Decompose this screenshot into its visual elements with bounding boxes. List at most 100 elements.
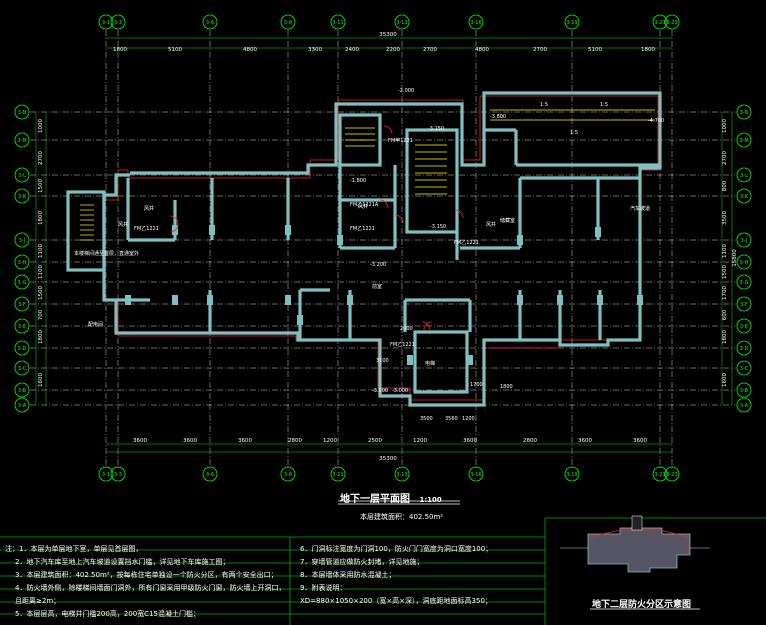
left-axis-bubble: 3-C (14, 360, 30, 376)
right-axis-bubble: 3-E (736, 318, 752, 334)
misc-text: 3560 (445, 416, 458, 422)
dimension-lines (35, 37, 733, 453)
axis-bubble-label: 3-16 (470, 20, 481, 26)
axis-bubble-label: 3-19 (566, 20, 577, 26)
axis-bubble-label: 3-21 (654, 20, 665, 26)
misc-text: 本楼梯间通至首层，直通室外 (74, 250, 139, 257)
room-label: 电梯 (425, 360, 435, 367)
dim-right: 1800 (722, 330, 728, 344)
axis-bubble-label: 3-B (18, 388, 27, 394)
axis-bubble-circle (564, 466, 580, 482)
top-axis-bubble: 3-6 (202, 14, 218, 30)
left-axis-bubble: 3-K (14, 188, 30, 204)
right-axis-bubble: 3-A (736, 397, 752, 413)
dim-bottom: 3600 (183, 438, 197, 444)
axis-bubble-label: 3-M (17, 138, 26, 144)
elevation-mark: -3.000 (392, 388, 408, 394)
axis-bubble-label: 3-11 (332, 472, 343, 478)
dim-bottom: 2500 (368, 438, 382, 444)
dim-bottom-total: 35300 (379, 456, 397, 462)
dim-top: 5100 (168, 47, 182, 53)
axis-bubble-circle (736, 254, 752, 270)
axis-bubble-label: 3-K (740, 194, 749, 200)
bottom-axis-bubble: 3-21 (652, 466, 668, 482)
axis-bubble-circle (394, 14, 410, 30)
stair-treads (80, 109, 655, 241)
column (557, 295, 563, 305)
axis-bubble-label: 3-16 (470, 472, 481, 478)
axis-bubble-label: 3-D (18, 346, 27, 352)
bottom-axis-bubble: 3-6 (202, 466, 218, 482)
room-label: 前室 (372, 283, 382, 290)
axis-bubble-label: 3-G (739, 280, 748, 286)
right-axis-bubble: 3-H (736, 254, 752, 270)
axis-bubble-circle (14, 340, 30, 356)
note-left-1: 注：1．本层为单层地下室，单层见首层图， (5, 545, 143, 553)
misc-text: 1700 (470, 382, 483, 388)
axis-bubble-label: 3-1 (102, 20, 110, 26)
axis-bubble-circle (110, 14, 126, 30)
axis-bubble-circle (14, 232, 30, 248)
right-axis-bubble: 3-C (736, 360, 752, 376)
grid-lines-horizontal (30, 111, 735, 406)
axis-bubble-label: 3-8 (284, 472, 292, 478)
axis-bubble-circle (652, 466, 668, 482)
axis-bubble-label: 3-6 (206, 472, 214, 478)
misc-text: 1800 (500, 384, 513, 390)
left-axis-bubble: 3-B (14, 382, 30, 398)
right-axis-bubble: 3-L (736, 167, 752, 183)
axis-bubble-label: 3-N (740, 110, 749, 116)
column (347, 295, 353, 305)
axis-bubble-label: 3-J (741, 238, 748, 244)
dim-right: 800 (722, 180, 728, 191)
axis-bubble-circle (14, 132, 30, 148)
axis-bubble-circle (736, 360, 752, 376)
axis-bubble-label: 3-19 (566, 472, 577, 478)
left-axis-bubble: 3-D (14, 340, 30, 356)
misc-text: 2000 (400, 326, 413, 332)
axis-bubble-label: 3-N (18, 110, 27, 116)
top-axis-bubble: 3-8 (280, 14, 296, 30)
left-axis-bubble: 3-J (14, 232, 30, 248)
room-label: 配电间 (88, 321, 103, 328)
left-axis-bubble: 3-G (14, 274, 30, 290)
axis-bubble-label: 3-K (18, 194, 27, 200)
top-axis-bubble: 3-23 (664, 14, 680, 30)
axis-bubble-label: 3-C (18, 366, 27, 372)
axis-bubble-circle (280, 14, 296, 30)
axis-bubble-label: 3-3 (114, 20, 122, 26)
axis-bubble-circle (564, 14, 580, 30)
right-axis-bubble: 3-G (736, 274, 752, 290)
dim-top: 3300 (308, 47, 322, 53)
dim-left: 1500 (38, 179, 44, 193)
room-label: 风井 (486, 221, 496, 228)
column (285, 225, 291, 235)
door-tag: FM乙1221 (390, 341, 415, 348)
axis-bubble-label: 3-B (740, 388, 749, 394)
dim-left: 1600 (38, 373, 44, 387)
column (595, 227, 601, 237)
column (172, 295, 178, 305)
column (467, 355, 473, 365)
left-axis-bubble: 3-M (14, 132, 30, 148)
axis-bubble-label: 3-H (740, 260, 749, 266)
axis-bubble-circle (468, 14, 484, 30)
annotation-texts: -2.000-3.150-1.800-3.150-3.200-3.000-3.0… (74, 88, 664, 422)
column (517, 295, 523, 305)
column (209, 225, 215, 235)
axis-bubble-circle (14, 188, 30, 204)
axis-bubble-label: 3-C (740, 366, 749, 372)
axis-bubble-circle (468, 466, 484, 482)
dim-top: 2700 (533, 47, 547, 53)
left-axis-bubble: 3-F (14, 296, 30, 312)
axis-bubble-circle (98, 14, 114, 30)
dim-right: 1600 (722, 373, 728, 387)
right-axis-bubble: 3-D (736, 340, 752, 356)
door-tag: FM甲1221 (388, 138, 413, 144)
note-left-4: 4．防火墙外侧，除楼梯间墙面门洞外，所有门窗采用甲级防火门窗，防火墙上开洞口， (15, 584, 286, 592)
axis-bubble-circle (736, 232, 752, 248)
note-left-2: 2．地下汽车库至地上汽车坡道设置挡水门槛，详见地下车库施工图； (15, 558, 230, 566)
room-label: 风井 (118, 221, 128, 228)
column (407, 355, 413, 365)
column (125, 295, 131, 305)
